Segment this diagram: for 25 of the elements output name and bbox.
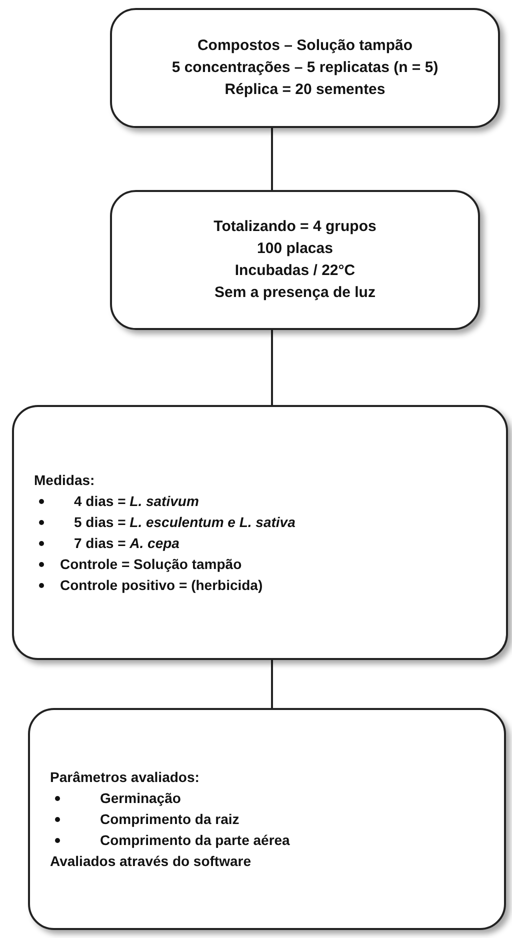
- bullet-item: Comprimento da parte aérea: [50, 830, 504, 850]
- box-text: Réplica = 20 sementes: [224, 80, 386, 100]
- section-heading: Medidas:: [34, 470, 96, 490]
- connector-line: [271, 660, 273, 708]
- process-box: [110, 8, 500, 128]
- process-box: [110, 190, 480, 330]
- box-text: Totalizando = 4 grupos: [214, 217, 376, 237]
- box-text: 5 concentrações – 5 replicatas (n = 5): [172, 58, 438, 78]
- box-text: Avaliados através do software: [50, 852, 252, 870]
- bullet-item: Germinação: [50, 788, 504, 808]
- box-text: Sem a presença de luz: [214, 283, 376, 303]
- box-text: Incubadas / 22°C: [234, 261, 356, 281]
- box-text: Compostos – Solução tampão: [197, 36, 413, 56]
- bullet-item: 5 dias = L. esculentum e L. sativa: [34, 512, 506, 532]
- bullet-item: 4 dias = L. sativum: [34, 490, 506, 512]
- section-heading: Parâmetros avaliados:: [50, 768, 200, 786]
- process-box: [28, 708, 506, 930]
- bullet-item: 7 dias = A. cepa: [34, 532, 506, 554]
- bullet-item: Comprimento da raiz: [50, 808, 504, 830]
- bullet-item: Controle positivo = (herbicida): [34, 574, 506, 596]
- process-box: [12, 405, 508, 660]
- connector-line: [271, 330, 273, 405]
- bullet-item: Controle = Solução tampão: [34, 554, 506, 574]
- box-text: 100 placas: [257, 239, 333, 259]
- connector-line: [271, 128, 273, 190]
